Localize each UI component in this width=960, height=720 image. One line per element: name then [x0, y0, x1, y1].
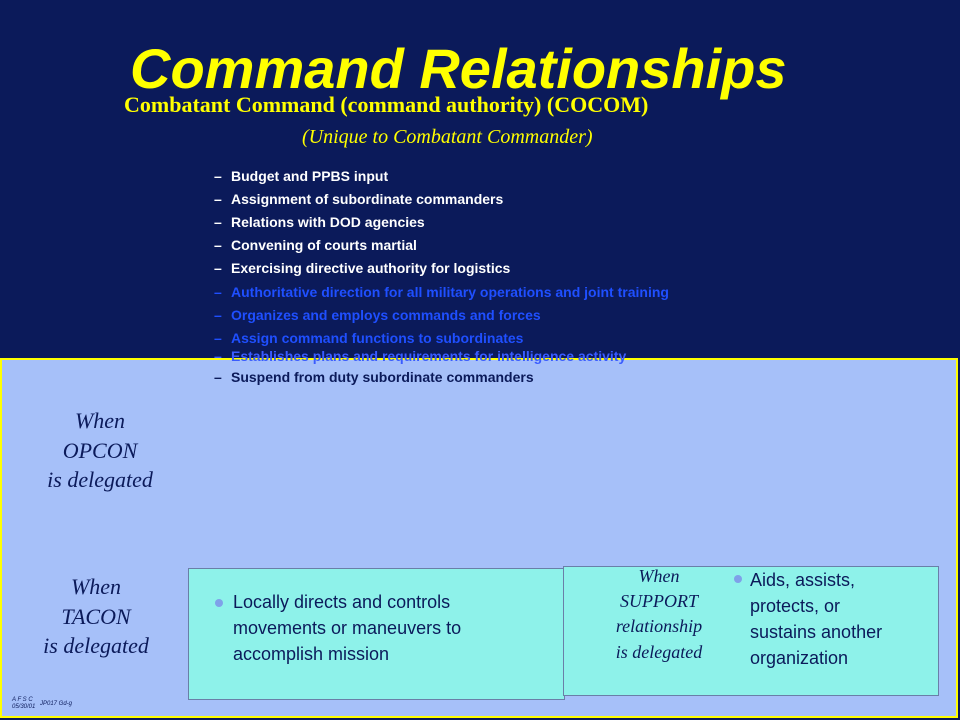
slide-footer: A F S C 05/30/01: [12, 697, 36, 710]
slide-note: (Unique to Combatant Commander): [302, 126, 593, 148]
bullet-dot-icon: [215, 599, 223, 607]
dash-icon: –: [214, 369, 222, 385]
bullet-item: –Exercising directive authority for logi…: [214, 260, 511, 276]
tacon-label: When TACON is delegated: [43, 574, 149, 659]
dash-icon: –: [214, 214, 222, 230]
bullet-item: –Assignment of subordinate commanders: [214, 191, 504, 207]
slide-code: JP017 Gd-g: [40, 701, 73, 707]
bullet-item-overlap: –Suspend from duty subordinate commander…: [214, 369, 534, 385]
bullet-item: –Assign command functions to subordinate…: [214, 330, 524, 346]
bullet-item-overlap: –Establishes plans and requirements for …: [214, 348, 627, 364]
tacon-description-box: Locally directs and controls movements o…: [188, 568, 565, 700]
dash-icon: –: [214, 348, 222, 364]
bullet-item: –Organizes and employs commands and forc…: [214, 307, 541, 323]
dash-icon: –: [214, 168, 222, 184]
dash-icon: –: [214, 284, 222, 300]
bullet-item: –Budget and PPBS input: [214, 168, 389, 184]
slide-subtitle: Combatant Command (command authority) (C…: [124, 92, 649, 117]
dash-icon: –: [214, 307, 222, 323]
support-description: Aids, assists, protects, or sustains ano…: [750, 570, 883, 669]
slide-title: Command Relationships: [130, 37, 787, 100]
opcon-label: When OPCON is delegated: [47, 408, 153, 493]
support-description-box: When SUPPORT relationship is delegated A…: [563, 566, 939, 696]
dash-icon: –: [214, 191, 222, 207]
dash-icon: –: [214, 260, 222, 276]
bullet-item: –Authoritative direction for all militar…: [214, 284, 669, 300]
support-label: When SUPPORT relationship is delegated: [615, 566, 703, 662]
bullet-item: –Relations with DOD agencies: [214, 214, 425, 230]
bullet-dot-icon: [734, 575, 742, 583]
delegation-panel: When OPCON is delegated When TACON is de…: [0, 358, 958, 718]
tacon-description: Locally directs and controls movements o…: [233, 592, 462, 665]
dash-icon: –: [214, 330, 222, 346]
bullet-item: –Convening of courts martial: [214, 237, 417, 253]
dash-icon: –: [214, 237, 222, 253]
